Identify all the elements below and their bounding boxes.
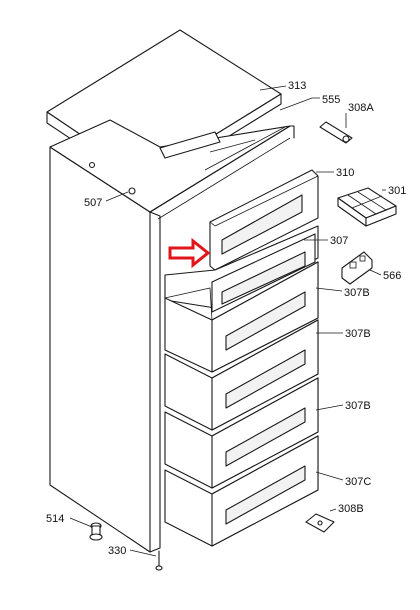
foot-514-part: [89, 522, 103, 541]
hinge-308b: [305, 513, 335, 533]
cabinet-body-555: [49, 119, 295, 571]
part-labels: 313 555 308A 310 301 507 307 566 307B 30…: [46, 80, 406, 557]
drawer-307b-3: [164, 377, 319, 489]
label-507: 507: [84, 197, 102, 209]
label-308b: 308B: [338, 503, 364, 515]
label-330: 330: [108, 545, 126, 557]
label-555: 555: [322, 94, 340, 106]
drawer-307b-1: [164, 261, 319, 373]
label-307b-3: 307B: [345, 400, 371, 412]
ice-tray-301: [337, 187, 397, 227]
leader-lines: [69, 85, 386, 557]
drawer-307c: [164, 435, 319, 547]
label-307b-1: 307B: [344, 287, 370, 299]
right-arrow-icon: [168, 237, 211, 269]
bracket-566: [341, 251, 373, 285]
drawer-307b-2: [164, 319, 319, 431]
label-514: 514: [46, 513, 64, 525]
label-307c: 307C: [345, 476, 371, 488]
label-566: 566: [383, 270, 401, 282]
label-308a: 308A: [348, 102, 374, 114]
drawer-stack: [164, 169, 319, 547]
hinge-308a: [319, 121, 353, 144]
screw-507-part: [128, 187, 136, 195]
flap-310: [209, 169, 319, 271]
label-301: 301: [388, 185, 406, 197]
label-313: 313: [288, 80, 306, 92]
label-310: 310: [336, 167, 354, 179]
drawer-307: [164, 225, 319, 313]
label-307b-2: 307B: [345, 328, 371, 340]
label-307: 307: [330, 235, 348, 247]
screw-330-part: [155, 550, 163, 571]
